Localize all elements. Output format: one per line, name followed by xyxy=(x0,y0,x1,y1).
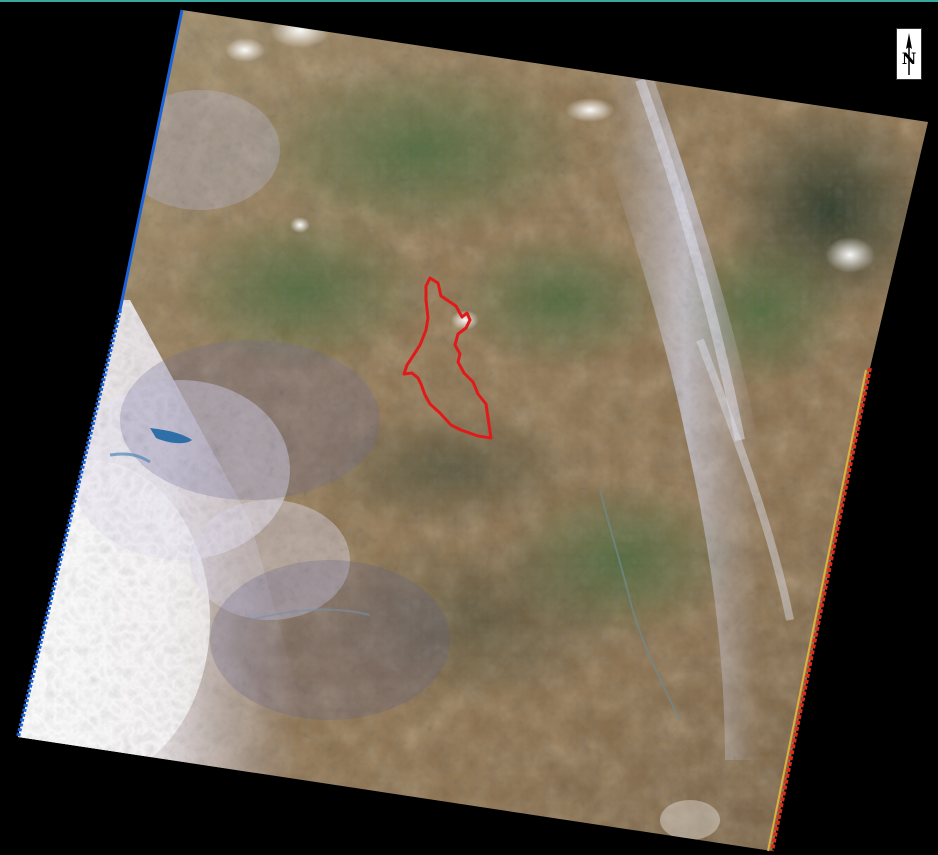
right-edge-stripe xyxy=(770,367,872,852)
study-area-outline xyxy=(402,276,493,440)
north-arrow-icon xyxy=(906,33,912,75)
lake xyxy=(150,428,192,444)
left-edge-stripe-upper xyxy=(118,9,184,311)
north-arrow: N xyxy=(896,28,922,80)
north-label: N xyxy=(901,49,917,68)
left-edge-stripe-lower xyxy=(16,309,122,738)
top-border-line xyxy=(0,0,938,2)
